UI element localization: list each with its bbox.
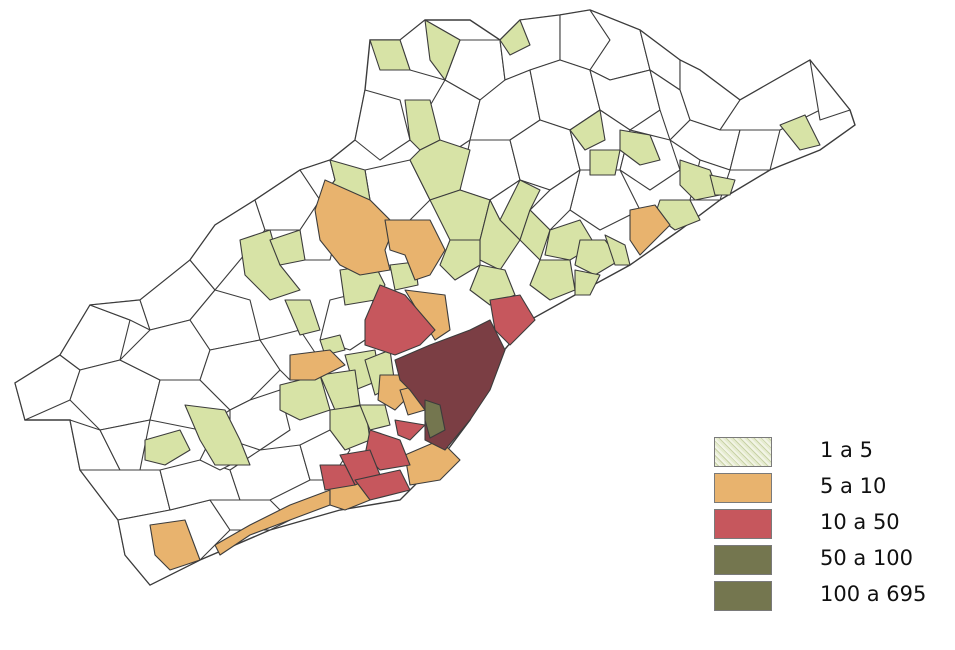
municipality-no-data [729,129,781,171]
legend-item-100-695: 100 a 695 [714,578,950,614]
legend-swatch [714,437,772,467]
municipality-1-5 [284,299,321,336]
municipality-1-5 [184,404,251,466]
municipality-1-5 [424,19,461,81]
legend-label: 1 a 5 [820,438,873,462]
municipality-1-5 [589,149,621,176]
legend-label: 10 a 50 [820,510,900,534]
legend-item-10-50: 10 a 50 [714,506,950,542]
legend-item-1-5: 1 a 5 [714,434,950,470]
legend-label: 100 a 695 [820,582,927,606]
municipality-5-10 [629,204,671,256]
municipality-1-5 [574,239,621,276]
legend-swatch [714,581,772,611]
map-legend: 1 a 5 5 a 10 10 a 50 50 a 100 100 a 695 [714,434,950,614]
municipality-1-5 [709,174,736,196]
municipality-1-5 [499,19,531,56]
legend-swatch [714,509,772,539]
municipality-100-695 [394,319,506,451]
legend-swatch [714,545,772,575]
legend-item-5-10: 5 a 10 [714,470,950,506]
municipality-10-50 [364,284,436,356]
municipality-no-data [59,304,131,371]
legend-swatch [714,473,772,503]
municipality-1-5 [604,234,631,266]
municipality-1-5 [359,404,391,431]
municipality-50-100 [424,399,446,439]
municipality-1-5 [679,159,721,201]
municipality-10-50 [319,464,356,491]
municipality-10-50 [489,294,536,346]
municipality-no-data [189,289,261,351]
municipality-1-5 [369,39,411,71]
municipality-1-5 [569,109,606,151]
municipality-1-5 [144,429,191,466]
municipality-1-5 [779,114,821,151]
legend-label: 50 a 100 [820,546,914,570]
municipality-1-5 [529,259,576,301]
municipality-1-5 [619,129,661,166]
municipality-1-5 [574,269,601,296]
municipality-10-50 [354,469,411,501]
municipality-5-10 [289,349,346,381]
municipality-1-5 [239,229,301,301]
legend-item-50-100: 50 a 100 [714,542,950,578]
legend-label: 5 a 10 [820,474,887,498]
municipality-10-50 [394,419,426,441]
municipality-no-data [354,89,411,161]
municipality-5-10 [314,179,396,276]
municipality-no-data [809,59,851,121]
municipality-5-10 [384,219,446,281]
municipality-1-5 [329,404,371,451]
municipality-5-10 [149,519,201,571]
municipality-1-5 [269,229,306,266]
municipality-1-5 [439,239,481,281]
